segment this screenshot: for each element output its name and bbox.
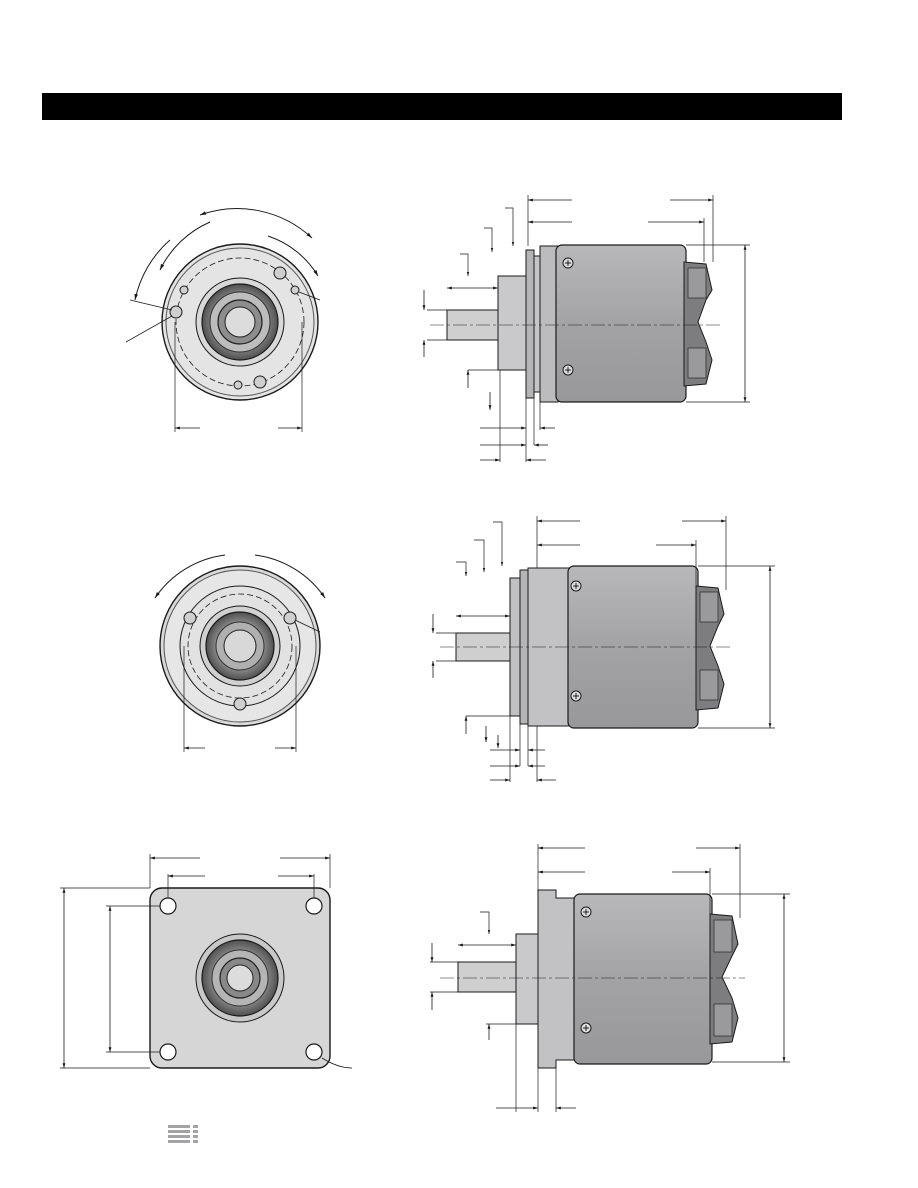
screw-icon (562, 257, 574, 269)
screw-icon (570, 690, 582, 702)
side-view-synchro-flange (431, 516, 775, 782)
front-view-clamping-flange (125, 208, 321, 432)
screw-icon (580, 1022, 592, 1034)
side-view-square-flange (430, 844, 790, 1112)
screw-icon (562, 364, 574, 376)
front-view-square-flange (60, 854, 353, 1069)
section-header-bar (42, 93, 842, 120)
front-view-synchro-flange (154, 554, 326, 752)
brand-lines-icon (168, 1125, 198, 1143)
screw-icon (570, 580, 582, 592)
screw-icon (580, 906, 592, 918)
side-view-clamping-flange (422, 195, 750, 462)
